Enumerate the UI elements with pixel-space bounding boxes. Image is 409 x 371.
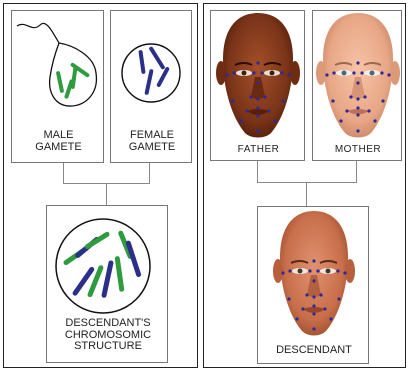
father-card: FATHER [210, 10, 305, 161]
descendant-face-label: DESCENDANT [258, 345, 370, 357]
descendant-connector [106, 183, 107, 205]
descendant-face-connector [306, 182, 307, 206]
male-gamete-card: MALE GAMETE [11, 10, 104, 163]
father-label: FATHER [211, 145, 306, 156]
descendant-face-card: DESCENDANT [257, 206, 369, 364]
female-connector [149, 163, 150, 184]
father-connector [257, 161, 258, 183]
descendant-chromosome-label: DESCENDANT'S CHROMOSOMIC STRUCTURE [47, 318, 169, 353]
male-gamete-label: MALE GAMETE [12, 130, 105, 153]
mother-card: MOTHER [312, 10, 402, 161]
descendant-chromosome-card: DESCENDANT'S CHROMOSOMIC STRUCTURE [46, 205, 168, 363]
descendant-face [258, 207, 370, 365]
mother-label: MOTHER [313, 145, 403, 156]
female-gamete-card: FEMALE GAMETE [110, 10, 192, 163]
mother-face [313, 11, 403, 162]
female-gamete-label: FEMALE GAMETE [111, 130, 193, 153]
father-face [211, 11, 306, 162]
parents-join-line [257, 182, 357, 183]
mother-connector [356, 161, 357, 183]
male-connector [63, 163, 64, 184]
